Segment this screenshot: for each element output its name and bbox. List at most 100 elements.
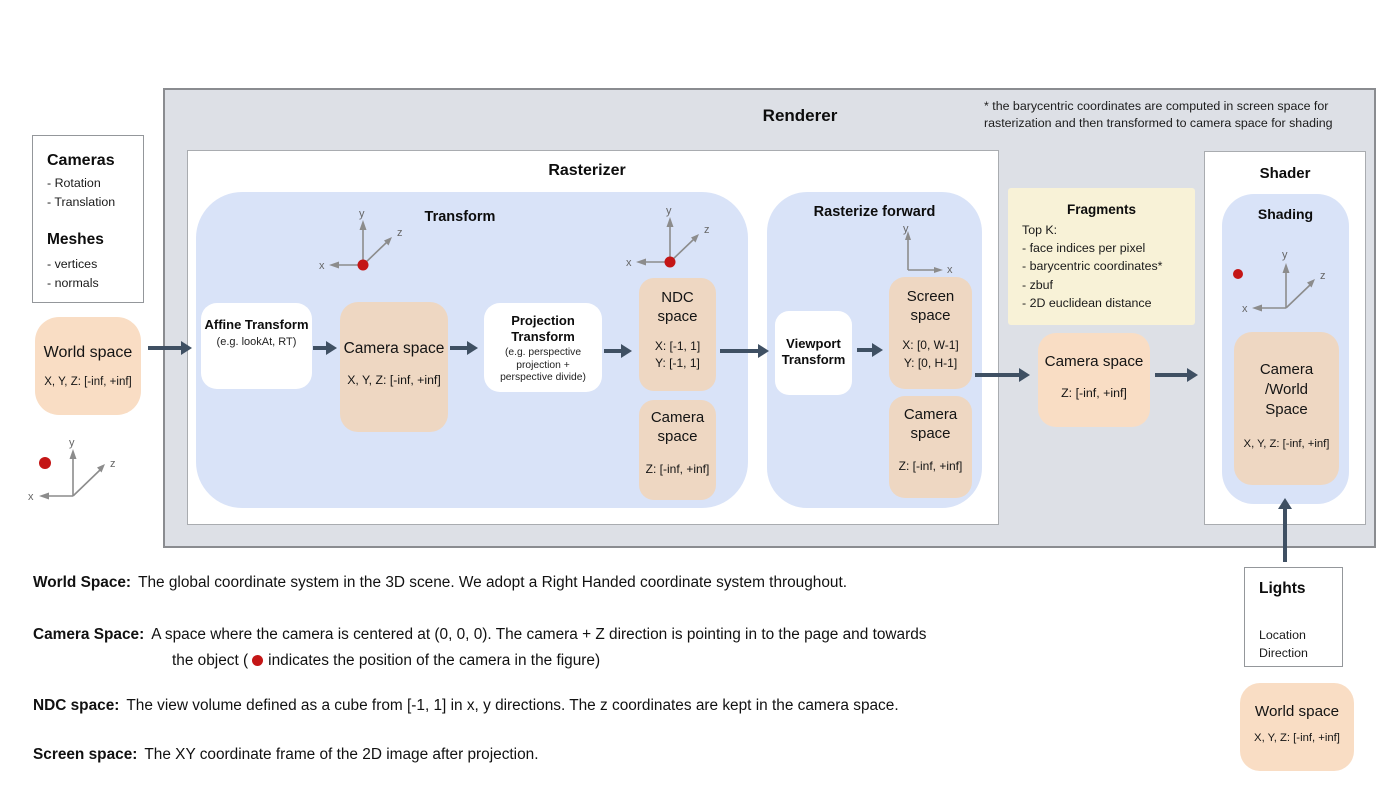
camera-space-out-title: Camera space (1044, 353, 1144, 370)
cameras-title: Cameras (47, 152, 115, 169)
barycentric-note: * the barycentric coordinates are comput… (984, 98, 1376, 132)
camera-space-z-box: Camera space Z: [-inf, +inf] (639, 400, 716, 500)
fragments-title: Fragments (1066, 202, 1137, 217)
axis-x-label: x (1242, 303, 1248, 315)
screen-space-range-x: X: [0, W-1] (902, 338, 959, 352)
meshes-title: Meshes (47, 231, 104, 248)
note-line-1: * the barycentric coordinates are comput… (984, 99, 1329, 113)
world-space-lights-range: X, Y, Z: [-inf, +inf] (1254, 732, 1340, 744)
axis-3d-icon: y z x (28, 437, 116, 503)
cameras-item: - Rotation (47, 176, 101, 190)
axis-y-label: y (903, 223, 909, 235)
lights-title: Lights (1259, 580, 1306, 597)
definition-text: A space where the camera is centered at … (151, 626, 927, 643)
rasterize-forward-title: Rasterize forward (813, 204, 936, 220)
camera-space-z-title: Camera space (650, 409, 705, 445)
camera-position-dot-icon (39, 457, 51, 469)
camera-world-space-title: Camera /World Space (1259, 361, 1314, 418)
screen-space-title: Screen space (906, 288, 955, 324)
camera-position-dot-icon (357, 259, 369, 271)
axis-x-label: x (626, 257, 632, 269)
arrow-right-icon (450, 341, 478, 355)
axis-y-label: y (69, 437, 75, 449)
arrow-right-icon (1155, 368, 1198, 382)
definition-text: The global coordinate system in the 3D s… (138, 574, 848, 591)
world-space-in-range: X, Y, Z: [-inf, +inf] (44, 376, 132, 388)
definition-ndc-space: NDC space: The view volume defined as a c… (33, 697, 899, 715)
axis-x-label: x (947, 264, 953, 276)
camera-space-z-box: Camera space Z: [-inf, +inf] (889, 396, 972, 498)
axis-y-label: y (359, 208, 365, 220)
axis-3d-icon: y z x (319, 208, 403, 272)
camera-world-space-box: Camera /World Space X, Y, Z: [-inf, +inf… (1234, 332, 1339, 485)
world-space-in-title: World space (43, 344, 133, 361)
definition-camera-space: Camera Space: A space where the camera is… (33, 622, 926, 673)
affine-transform-title: Affine Transform (204, 317, 309, 332)
arrow-right-icon (720, 344, 769, 358)
fragments-line: - zbuf (1022, 277, 1053, 292)
axis-3d-icon: y z x (1233, 249, 1326, 315)
ndc-space-range-x: X: [-1, 1] (654, 339, 701, 353)
arrow-right-icon (857, 343, 883, 357)
camera-position-dot-icon (664, 256, 676, 268)
axis-z-label: z (704, 224, 710, 236)
transform-title: Transform (424, 209, 496, 225)
definition-text: indicates the position of the camera in … (268, 651, 601, 669)
ndc-space-range-y: Y: [-1, 1] (655, 356, 700, 370)
camera-world-space-range: X, Y, Z: [-inf, +inf] (1243, 438, 1330, 450)
axis-3d-icon: y z x (626, 205, 710, 269)
definition-text: The view volume defined as a cube from [… (126, 697, 899, 714)
projection-transform-title: Projection Transform (511, 313, 575, 344)
ndc-space-title: NDC space (657, 289, 698, 325)
viewport-transform-box: Viewport Transform (775, 311, 852, 395)
fragments-line: - 2D euclidean distance (1022, 295, 1152, 310)
axis-y-label: y (1282, 249, 1288, 261)
cameras-meshes-box: Cameras - Rotation - Translation Meshes … (32, 135, 144, 303)
meshes-item: - normals (47, 275, 99, 290)
projection-transform-sub: (e.g. perspective projection + perspecti… (500, 347, 586, 383)
definition-term: NDC space: (33, 697, 120, 714)
axis-z-label: z (110, 458, 116, 470)
camera-space-range: X, Y, Z: [-inf, +inf] (347, 373, 441, 387)
definition-text: The XY coordinate frame of the 2D image … (144, 746, 539, 763)
camera-space-title: Camera space (343, 340, 445, 357)
definition-term: Screen space: (33, 746, 138, 763)
camera-position-dot-icon (252, 654, 264, 666)
note-line-2: rasterization and then transformed to ca… (984, 116, 1333, 130)
arrow-right-icon (313, 341, 337, 355)
camera-space-out-box: Camera space Z: [-inf, +inf] (1038, 333, 1150, 427)
axis-2d-icon: y x (903, 223, 953, 276)
camera-space-z-range: Z: [-inf, +inf] (898, 459, 963, 473)
axis-x-label: x (28, 491, 34, 503)
camera-space-box: Camera space X, Y, Z: [-inf, +inf] (340, 302, 448, 432)
screen-space-box: Screen space X: [0, W-1] Y: [0, H-1] (889, 277, 972, 389)
axis-z-label: z (1320, 270, 1326, 282)
fragments-line: Top K: (1022, 223, 1058, 237)
fragments-line: - face indices per pixel (1022, 241, 1146, 256)
lights-box: Lights Location Direction (1244, 567, 1343, 667)
definition-world-space: World Space: The global coordinate system… (33, 574, 847, 592)
projection-transform-box: Projection Transform (e.g. perspective p… (484, 303, 602, 392)
lights-item: Location (1259, 628, 1306, 642)
lights-item: Direction (1259, 646, 1308, 660)
definition-term: World Space: (33, 574, 132, 591)
cameras-item: - Translation (47, 194, 116, 209)
rasterizer-title: Rasterizer (548, 162, 626, 179)
affine-transform-sub: (e.g. lookAt, RT) (216, 336, 297, 348)
arrow-up-icon (1277, 498, 1292, 562)
definition-term: Camera Space: (33, 626, 145, 643)
screen-space-range-y: Y: [0, H-1] (903, 355, 958, 370)
arrow-right-icon (975, 368, 1030, 382)
fragments-line: - barycentric coordinates* (1022, 259, 1163, 274)
camera-space-z-title: Camera space (903, 406, 958, 442)
renderer-title: Renderer (762, 106, 838, 125)
world-space-lights-title: World space (1254, 703, 1340, 720)
shading-title: Shading (1257, 206, 1314, 222)
arrow-right-icon (604, 344, 632, 358)
camera-space-out-range: Z: [-inf, +inf] (1061, 386, 1127, 400)
camera-space-z-range: Z: [-inf, +inf] (645, 462, 710, 476)
world-space-lights-box: World space X, Y, Z: [-inf, +inf] (1240, 683, 1354, 771)
definition-line: Camera Space: A space where the camera is… (33, 622, 926, 648)
camera-position-dot-icon (1233, 269, 1243, 279)
